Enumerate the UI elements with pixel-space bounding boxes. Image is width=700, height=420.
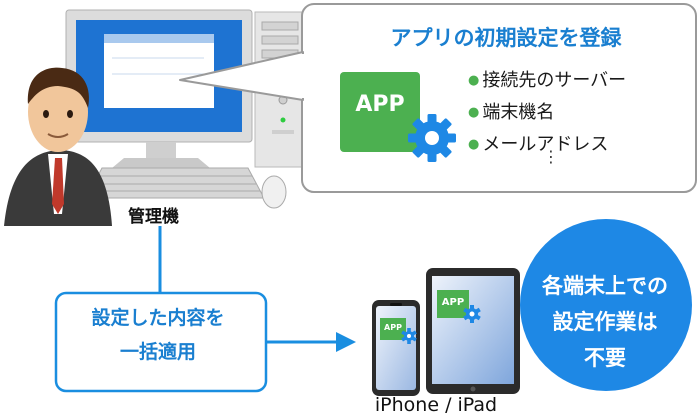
- admin-person-icon: [4, 67, 112, 226]
- list-item: ●接続先のサーバー: [468, 70, 627, 91]
- mouse: [261, 175, 287, 209]
- app-label-tablet: APP: [441, 297, 465, 308]
- monitor: [65, 9, 253, 168]
- process-box: [54, 291, 268, 393]
- bullet-dot-icon: ●: [468, 73, 480, 88]
- gear-icon-phone: [401, 328, 417, 344]
- bullet-dot-icon: ●: [468, 105, 480, 120]
- bullet-dot-icon: ●: [468, 137, 480, 152]
- process-line-2: 一括適用: [119, 341, 196, 363]
- bubble-line-3: 不要: [584, 346, 626, 370]
- admin-label: 管理機: [128, 207, 179, 227]
- device-label: iPhone / iPad: [374, 394, 498, 416]
- process-line-1: 設定した内容を: [91, 307, 225, 329]
- more-ellipsis: ⋮: [543, 147, 559, 166]
- list-item: ●端末機名: [468, 102, 555, 123]
- phone-device: [372, 300, 420, 396]
- app-label-large: APP: [355, 92, 405, 117]
- bubble-line-2: 設定作業は: [552, 310, 658, 334]
- arrow-right-icon: [336, 332, 356, 352]
- app-icon-large: [340, 72, 420, 152]
- gear-icon-large: [408, 114, 456, 162]
- callout-title: アプリの初期設定を登録: [390, 26, 622, 50]
- tablet-device: [426, 268, 520, 394]
- app-label-phone: APP: [384, 323, 402, 332]
- keyboard: [85, 167, 265, 199]
- bubble-line-1: 各端末上での: [542, 274, 668, 298]
- process-box-text: 設定した内容を 一括適用: [58, 301, 258, 369]
- gear-icon-tablet: [463, 305, 481, 323]
- highlight-bubble: [520, 219, 692, 391]
- list-item: ●メールアドレス: [468, 134, 609, 155]
- bubble-text: 各端末上での 設定作業は 不要: [520, 268, 690, 376]
